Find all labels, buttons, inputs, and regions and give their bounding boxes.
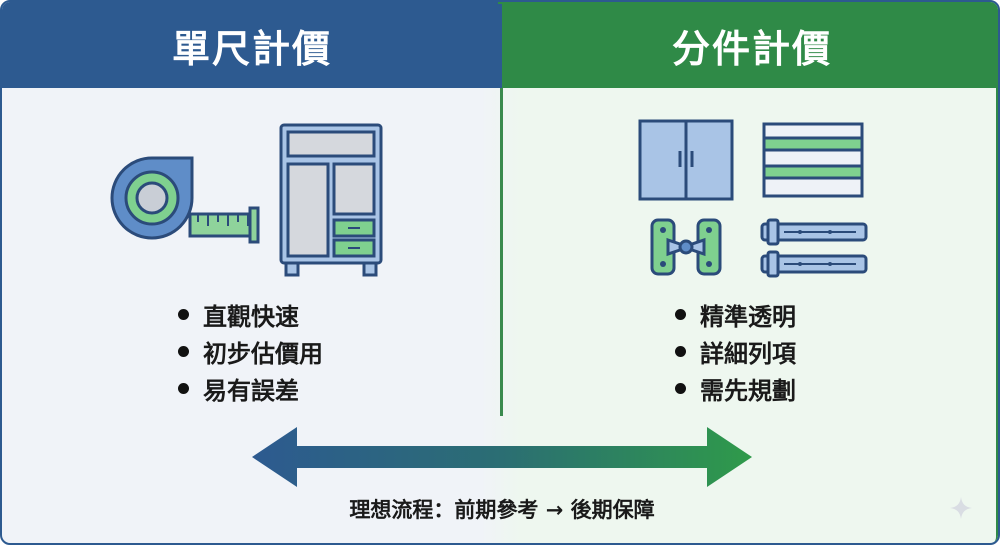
sparkle-icon xyxy=(950,497,972,519)
left-header: 單尺計價 xyxy=(2,2,502,88)
panel-divider xyxy=(500,88,503,416)
double-arrow-icon xyxy=(252,427,752,487)
footer-caption: 理想流程：前期參考 → 後期保障 xyxy=(349,498,655,522)
shelf-panel-icon xyxy=(762,122,864,198)
list-item: 詳細列項 xyxy=(675,333,796,370)
left-title: 單尺計價 xyxy=(171,26,332,71)
right-title: 分件計價 xyxy=(671,26,832,71)
list-item: 易有誤差 xyxy=(178,370,323,407)
bullet-dot xyxy=(178,346,189,357)
list-item: 精準透明 xyxy=(675,296,796,333)
list-item: 直觀快速 xyxy=(178,296,323,333)
bullet-dot xyxy=(675,346,686,357)
list-item: 需先規劃 xyxy=(675,370,796,407)
drawer-slide-icon xyxy=(760,218,868,278)
right-header: 分件計價 xyxy=(502,2,998,88)
bullet-dot xyxy=(675,383,686,394)
cabinet-icon xyxy=(279,123,383,277)
right-bullet-list: 精準透明 詳細列項 需先規劃 xyxy=(675,296,796,407)
hinge-icon xyxy=(650,218,722,276)
left-bullet-list: 直觀快速 初步估價用 易有誤差 xyxy=(178,296,323,407)
bullet-dot xyxy=(675,309,686,320)
bullet-dot xyxy=(178,309,189,320)
tape-measure-icon xyxy=(110,156,260,244)
cabinet-door-icon xyxy=(638,119,734,201)
list-item: 初步估價用 xyxy=(178,333,323,370)
bullet-dot xyxy=(178,383,189,394)
